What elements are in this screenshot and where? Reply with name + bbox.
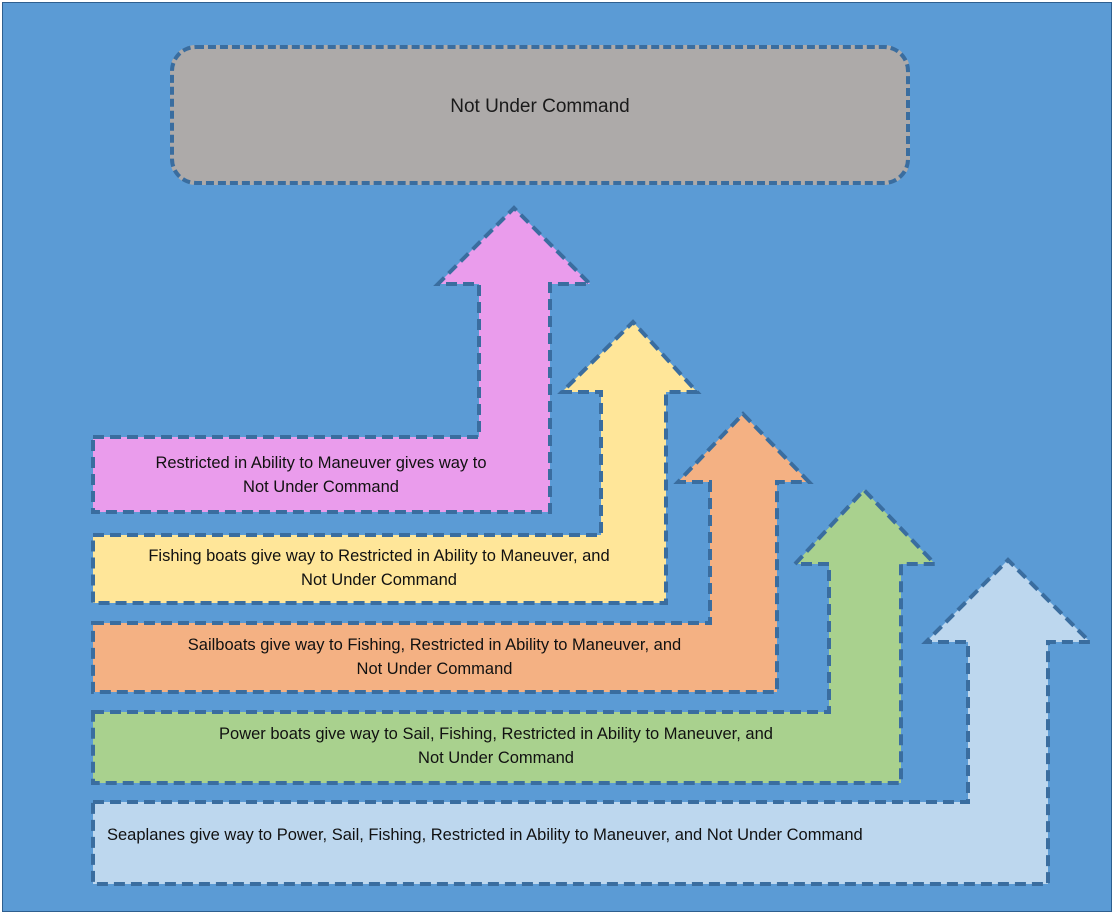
seaplanes-label: Seaplanes give way to Power, Sail, Fishi… (93, 823, 1048, 847)
sailboats-label-line2: Not Under Command (356, 660, 513, 678)
seaplanes-label-line1: Seaplanes give way to Power, Sail, Fishi… (107, 826, 863, 844)
power-arrow (91, 487, 940, 785)
fishing-label-line1: Fishing boats give way to Restricted in … (148, 547, 610, 565)
power-label-line1: Power boats give way to Sail, Fishing, R… (219, 725, 773, 743)
restricted-label: Restricted in Ability to Maneuver gives … (93, 451, 549, 499)
sailboats-arrow (91, 411, 814, 694)
sailboats-label-line1: Sailboats give way to Fishing, Restricte… (187, 636, 682, 654)
restricted-arrow (91, 205, 595, 514)
not-under-command-label: Not Under Command (450, 96, 630, 117)
fishing-label-line2: Not Under Command (301, 571, 457, 589)
seaplanes-arrow (91, 557, 1095, 886)
sailboats-label: Sailboats give way to Fishing, Restricte… (93, 633, 776, 681)
fishing-arrow (91, 319, 702, 605)
restricted-label-line2: Not Under Command (243, 478, 399, 496)
fishing-label: Fishing boats give way to Restricted in … (93, 544, 665, 592)
not-under-command-box: Not Under Command (170, 45, 910, 185)
restricted-label-line1: Restricted in Ability to Maneuver gives … (155, 454, 487, 472)
power-label-line2: Not Under Command (418, 749, 574, 767)
power-label: Power boats give way to Sail, Fishing, R… (93, 722, 899, 770)
